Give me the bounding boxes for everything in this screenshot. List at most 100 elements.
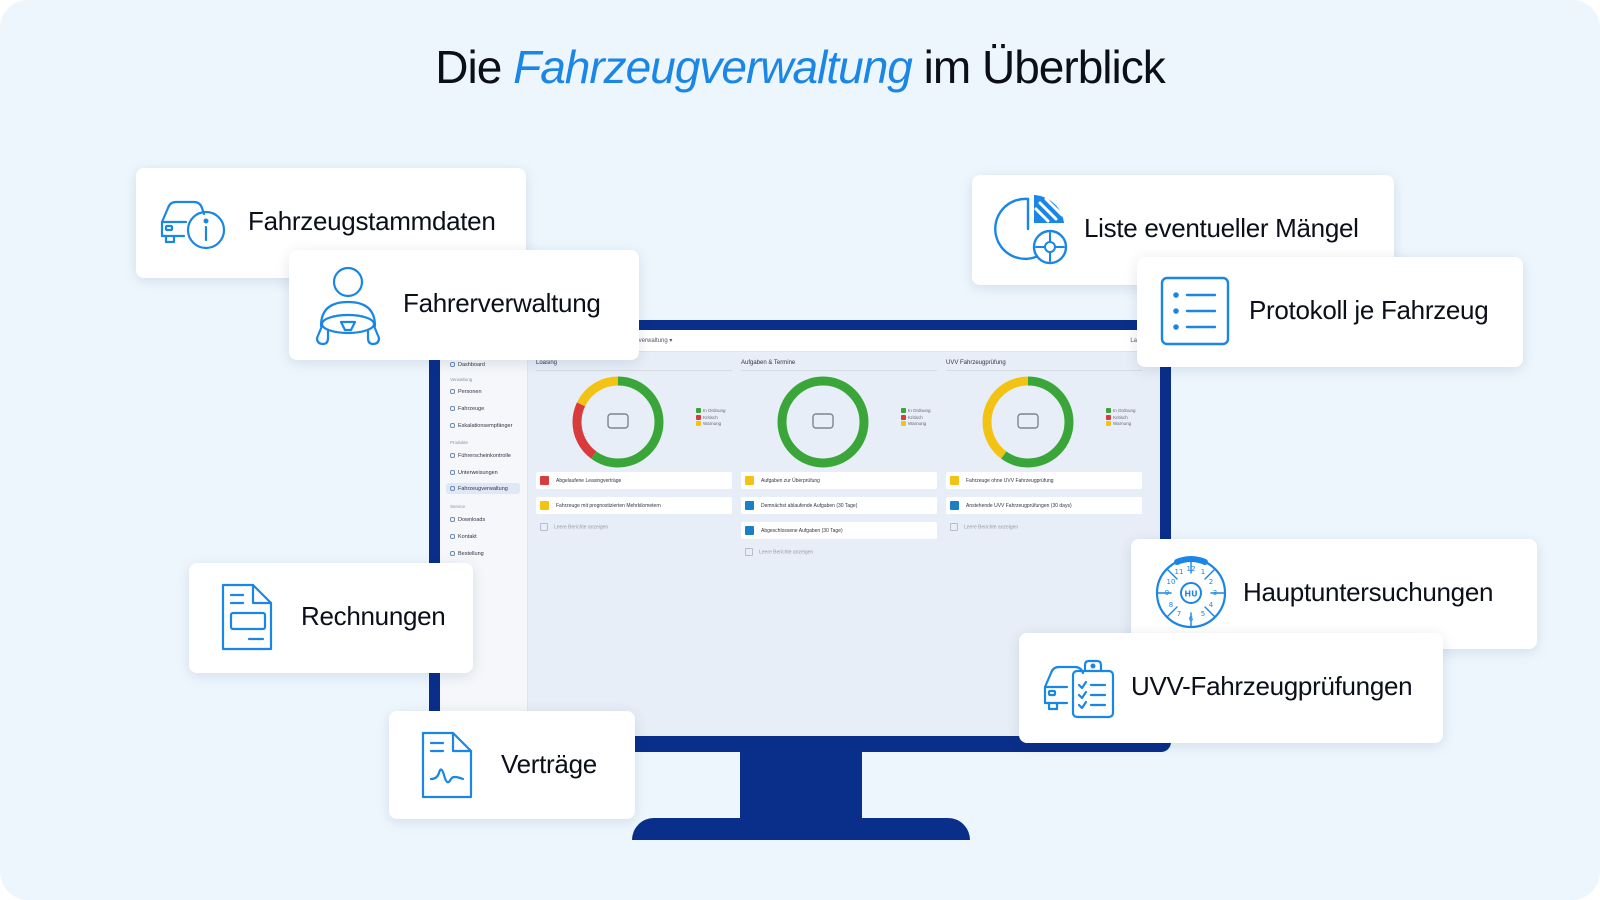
svg-text:10: 10	[1167, 578, 1176, 586]
report-badge	[950, 501, 959, 510]
dashboard-icon	[450, 362, 455, 368]
title-suffix: im Überblick	[911, 41, 1166, 93]
donut-chart	[572, 376, 664, 468]
contract-icon	[421, 731, 473, 799]
sidebar-item-dashboard[interactable]: Dashboard	[450, 362, 485, 368]
report-badge	[745, 501, 754, 510]
dashboard-column-uvv: UVV Fahrzeugprüfung In Ordnung Kritisch …	[946, 360, 1142, 531]
dashboard-column-leasing: Loasing In Ordnung Kritisch Warnung Abge…	[536, 360, 732, 531]
svg-text:1: 1	[1201, 568, 1205, 576]
legend-critical: Kritisch	[1106, 415, 1136, 422]
cart-icon	[450, 551, 455, 557]
tire-chart-icon	[994, 195, 1068, 265]
legend-ok: In Ordnung	[696, 408, 726, 415]
report-badge	[745, 526, 754, 535]
donut-segment-yellow	[572, 376, 664, 468]
column-title: UVV Fahrzeugprüfung	[946, 360, 1142, 371]
sidebar-item-fahrzeuge[interactable]: Fahrzeuge	[450, 406, 484, 412]
card-uvv: UVV-Fahrzeugprüfungen	[1019, 633, 1443, 743]
svg-text:3: 3	[1213, 589, 1217, 597]
title-highlight: Fahrzeugverwaltung	[513, 41, 913, 93]
chart-legend: In Ordnung Kritisch Warnung	[696, 408, 726, 428]
report-badge	[540, 476, 549, 485]
show-empty-reports-link[interactable]: Leere Berichte anzeigen	[950, 523, 1018, 531]
donut-segment-green	[777, 376, 869, 468]
svg-text:4: 4	[1209, 601, 1214, 609]
card-label: Rechnungen	[301, 601, 446, 631]
card-label: UVV-Fahrzeugprüfungen	[1131, 671, 1413, 701]
card-label: Fahrerverwaltung	[403, 288, 601, 318]
plus-icon	[540, 523, 548, 531]
svg-text:2: 2	[1209, 578, 1213, 586]
monitor-foot	[632, 818, 970, 840]
monitor-neck	[740, 750, 862, 820]
app-sidebar: Dashboard Verwaltung Personen Fahrzeuge …	[440, 352, 528, 736]
report-row[interactable]: Aufgaben zur Überprüfung	[741, 472, 937, 489]
chart-legend: In Ordnung Kritisch Warnung	[901, 408, 931, 428]
card-label: Hauptuntersuchungen	[1243, 577, 1494, 607]
svg-text:6: 6	[1189, 615, 1194, 623]
legend-critical: Kritisch	[696, 415, 726, 422]
svg-text:8: 8	[1169, 601, 1173, 609]
card-protokoll: Protokoll je Fahrzeug	[1137, 257, 1523, 367]
svg-text:12: 12	[1187, 565, 1196, 573]
report-row[interactable]: Abgelaufene Leasingverträge	[536, 472, 732, 489]
chart-legend: In Ordnung Kritisch Warnung	[1106, 408, 1136, 428]
license-icon	[450, 453, 455, 459]
report-row[interactable]: Fahrzeuge mit prognostizierten Mehrkilom…	[536, 497, 732, 514]
donut-center-icon	[1017, 413, 1039, 429]
donut-segment-yellow	[982, 376, 1074, 468]
sidebar-item-downloads[interactable]: Downloads	[450, 517, 485, 523]
page-title: Die Fahrzeugverwaltung im Überblick	[0, 40, 1600, 94]
donut-center-icon	[607, 413, 629, 429]
report-row[interactable]: Anstehende UVV Fahrzeugprüfungen (30 day…	[946, 497, 1142, 514]
report-row[interactable]: Fahrzeuge ohne UVV Fahrzeugprüfung	[946, 472, 1142, 489]
svg-text:11: 11	[1175, 568, 1184, 576]
report-badge	[745, 476, 754, 485]
report-badge	[950, 476, 959, 485]
donut-chart	[982, 376, 1074, 468]
sidebar-item-eskalation[interactable]: Eskalationsempfänger	[450, 423, 512, 429]
sidebar-heading-produkte: Produkte	[450, 440, 469, 445]
car-info-icon	[160, 200, 226, 250]
report-row[interactable]: Abgeschlossene Aufgaben (30 Tage)	[741, 522, 937, 539]
donut-center-icon	[812, 413, 834, 429]
card-rechnungen: Rechnungen	[189, 563, 473, 673]
sidebar-item-bestellung[interactable]: Bestellung	[450, 551, 484, 557]
card-fahrerverwaltung: Fahrerverwaltung	[289, 250, 639, 360]
donut-segment-red	[572, 376, 664, 468]
card-label: Protokoll je Fahrzeug	[1249, 295, 1489, 325]
show-empty-reports-link[interactable]: Leere Berichte anzeigen	[540, 523, 608, 531]
training-icon	[450, 470, 455, 476]
column-title: Loasing	[536, 360, 732, 371]
title-prefix: Die	[435, 41, 514, 93]
sidebar-active-highlight	[446, 483, 520, 494]
dashboard-column-tasks: Aufgaben & Termine In Ordnung Kritisch W…	[741, 360, 937, 556]
report-row[interactable]: Demnächst ablaufende Aufgaben (30 Tage)	[741, 497, 937, 514]
legend-warning: Warnung	[901, 421, 931, 428]
svg-text:HU: HU	[1184, 590, 1197, 599]
escalation-icon	[450, 423, 455, 429]
show-empty-reports-link[interactable]: Leere Berichte anzeigen	[745, 548, 813, 556]
car-checklist-icon	[1043, 659, 1115, 719]
sidebar-item-fahrzeugverwaltung[interactable]: Fahrzeugverwaltung	[450, 486, 508, 492]
list-icon	[1160, 276, 1230, 346]
driver-icon	[315, 266, 381, 346]
svg-text:7: 7	[1177, 610, 1181, 618]
sidebar-item-personen[interactable]: Personen	[450, 389, 482, 395]
legend-critical: Kritisch	[901, 415, 931, 422]
sidebar-item-fuehrerschein[interactable]: Führerscheinkontrolle	[450, 453, 511, 459]
sidebar-item-unterweisungen[interactable]: Unterweisungen	[450, 470, 498, 476]
sidebar-heading-service: Service	[450, 504, 466, 509]
card-label: Liste eventueller Mängel	[1084, 213, 1359, 243]
invoice-icon	[221, 583, 273, 651]
car-icon	[450, 406, 455, 412]
legend-ok: In Ordnung	[901, 408, 931, 415]
breadcrumb[interactable]: ugverwaltung ▾	[632, 338, 673, 344]
sidebar-item-kontakt[interactable]: Kontakt	[450, 534, 477, 540]
svg-text:5: 5	[1201, 610, 1205, 618]
card-label: Fahrzeugstammdaten	[248, 206, 496, 236]
